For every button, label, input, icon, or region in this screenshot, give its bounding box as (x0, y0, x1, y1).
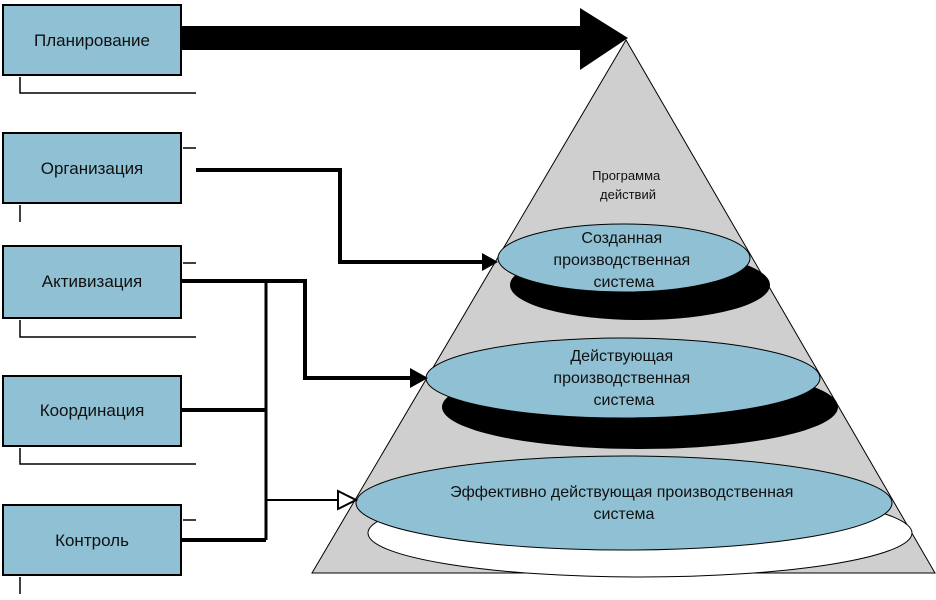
level-effective: Эффективно действующая производственная … (355, 455, 913, 578)
level-effective-label: Эффективно действующая производственная … (450, 484, 798, 523)
level-created-ellipse (497, 223, 751, 293)
function-box-control-label: Контроль (55, 531, 129, 550)
level-operating-label: Действующая производственная система (553, 348, 694, 409)
function-box-control: Контроль (2, 504, 182, 576)
box-underlines (19, 77, 196, 594)
apex-label: Программа действий (592, 168, 664, 202)
function-box-organization: Организация (2, 132, 182, 204)
arrow-effective-head (337, 489, 359, 511)
arrow-organization-to-created (196, 168, 498, 271)
level-operating: Действующая производственная система (425, 337, 838, 449)
function-box-planning-label: Планирование (34, 31, 150, 50)
function-box-activation: Активизация (2, 245, 182, 319)
function-box-coordination-label: Координация (40, 401, 145, 420)
level-created-label: Созданная производственная система (553, 230, 694, 291)
level-created: Созданная производственная система (497, 223, 770, 320)
function-box-coordination: Координация (2, 375, 182, 447)
level-effective-ellipse (355, 455, 893, 551)
arrow-activation-to-operating (181, 279, 428, 388)
function-box-planning: Планирование (2, 4, 182, 76)
function-box-activation-label: Активизация (42, 272, 142, 291)
arrow-functions-to-effective (181, 283, 359, 542)
function-box-organization-label: Организация (41, 159, 144, 178)
arrow-planning-to-apex (181, 8, 628, 70)
